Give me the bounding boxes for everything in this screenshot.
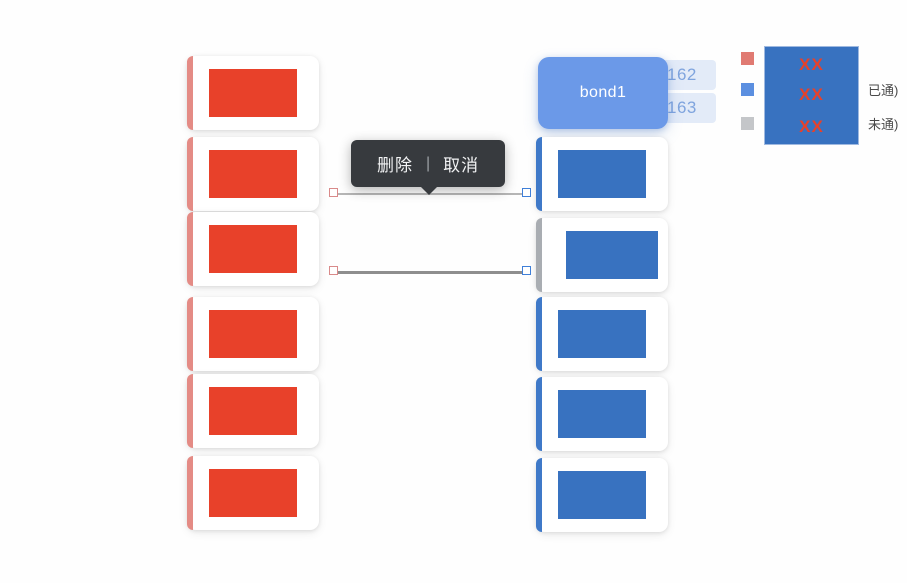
connector-handle-source[interactable] — [329, 188, 338, 197]
connector-handle-target[interactable] — [522, 188, 531, 197]
connector-wire — [337, 271, 523, 274]
legend-label: 已通) — [868, 83, 899, 98]
node-accent-bar — [187, 56, 193, 130]
node-card-left-6[interactable] — [187, 456, 319, 530]
node-card-right-4[interactable] — [536, 377, 668, 451]
connector-handle-source[interactable] — [329, 266, 338, 275]
context-menu-arrow — [420, 186, 439, 195]
annotation-overlay-box: XX XX XX — [764, 46, 859, 145]
node-accent-bar — [536, 137, 542, 211]
node-swatch-blue — [558, 390, 646, 438]
node-swatch-red — [209, 387, 297, 435]
node-card-right-5[interactable] — [536, 458, 668, 532]
legend-row-1 — [741, 52, 898, 65]
node-accent-bar — [536, 458, 542, 532]
legend: 已通) 未通) — [741, 52, 898, 133]
occluded-chip-162[interactable]: 162 — [660, 60, 716, 90]
legend-row-2: 已通) — [741, 80, 898, 99]
node-swatch-red — [209, 225, 297, 273]
node-accent-bar — [187, 374, 193, 448]
cancel-menu-item[interactable]: 取消 — [443, 156, 480, 175]
node-swatch-red — [209, 469, 297, 517]
overlay-mark-2: XX — [799, 85, 824, 104]
node-accent-bar — [536, 297, 542, 371]
node-card-right-3[interactable] — [536, 297, 668, 371]
node-swatch-red — [209, 150, 297, 198]
legend-row-3: 未通) — [741, 114, 898, 133]
node-accent-bar — [187, 297, 193, 371]
legend-swatch-gray-icon — [741, 117, 754, 130]
node-accent-bar — [536, 218, 542, 292]
overlay-mark-1: XX — [799, 55, 824, 74]
overlay-mark-3: XX — [799, 117, 824, 136]
node-accent-bar — [536, 377, 542, 451]
node-accent-bar — [187, 137, 193, 211]
legend-swatch-blue-icon — [741, 83, 754, 96]
node-card-bond1[interactable]: bond1 — [538, 57, 668, 129]
node-card-right-1[interactable] — [536, 137, 668, 211]
legend-swatch-red-icon — [741, 52, 754, 65]
node-card-left-1[interactable] — [187, 56, 319, 130]
connector-context-menu[interactable]: 删除 | 取消 — [351, 140, 506, 195]
chip-label: 162 — [667, 65, 697, 84]
legend-label: 未通) — [868, 117, 899, 132]
connector-link-2[interactable] — [329, 266, 531, 278]
delete-menu-item[interactable]: 删除 — [377, 156, 413, 175]
node-card-left-4[interactable] — [187, 297, 319, 371]
node-card-left-5[interactable] — [187, 374, 319, 448]
node-card-left-3[interactable] — [187, 212, 319, 286]
chip-label: 163 — [667, 98, 697, 117]
node-card-left-2[interactable] — [187, 137, 319, 211]
bond1-label: bond1 — [579, 84, 627, 101]
node-accent-bar — [187, 212, 193, 286]
node-swatch-blue — [558, 310, 646, 358]
menu-separator: | — [426, 154, 431, 172]
occluded-chip-163[interactable]: 163 — [660, 93, 716, 123]
node-accent-bar — [187, 456, 193, 530]
node-swatch-blue — [558, 150, 646, 198]
node-swatch-red — [209, 69, 297, 117]
connector-handle-target[interactable] — [522, 266, 531, 275]
node-swatch-blue — [558, 471, 646, 519]
node-swatch-blue — [566, 231, 658, 279]
node-swatch-red — [209, 310, 297, 358]
node-card-right-2[interactable] — [536, 218, 668, 292]
